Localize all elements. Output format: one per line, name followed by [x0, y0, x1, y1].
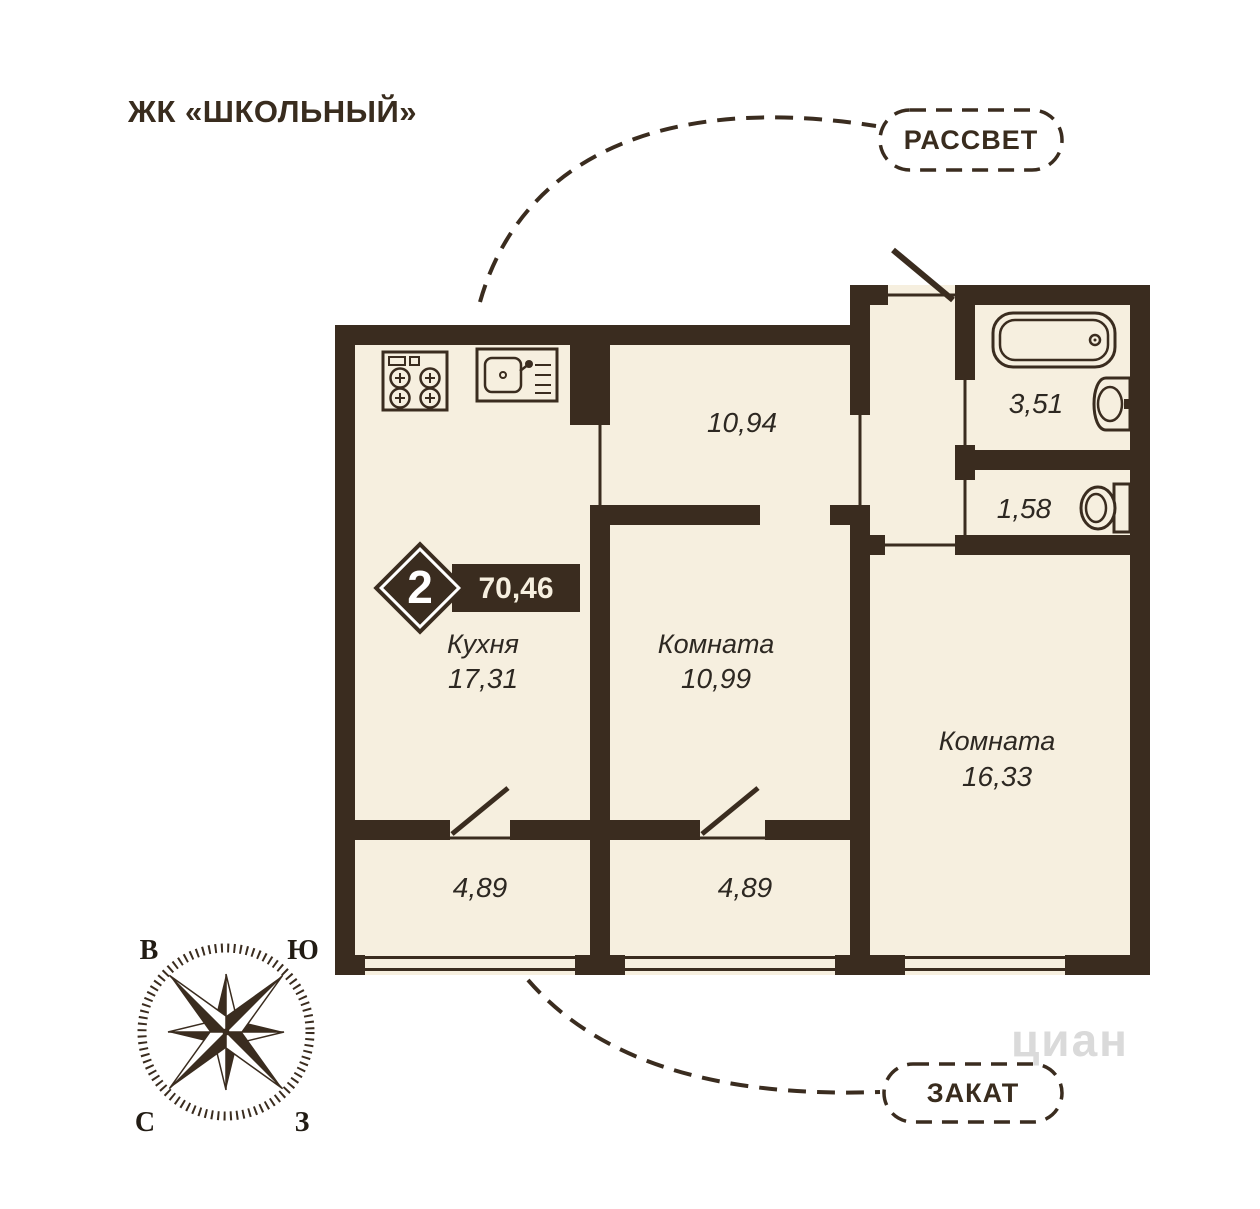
kitchen-name-label: Кухня: [447, 629, 519, 659]
kitchen-area-label: 17,31: [448, 663, 518, 694]
balcony-mid-door: [700, 786, 760, 836]
washbasin-icon: [1092, 376, 1132, 432]
compass-label-top-right: Ю: [287, 935, 319, 966]
bathtub-icon: [991, 311, 1117, 369]
balcony-left-area-label: 4,89: [453, 872, 508, 903]
sun-path-arc-top: [478, 115, 877, 303]
hall-area-label: 10,94: [707, 407, 777, 438]
page-title: ЖК «ШКОЛЬНЫЙ»: [127, 93, 417, 129]
room-labels: Кухня 17,31 10,94 Комната 10,99 Комната …: [447, 388, 1063, 903]
compass-label-top-left: В: [140, 935, 159, 966]
kitchen-sink-icon: [475, 347, 559, 403]
total-area-box: [452, 564, 580, 612]
sunrise-label: РАССВЕТ: [904, 125, 1038, 155]
room2-area-label: 16,33: [962, 761, 1032, 792]
entrance-door: [891, 247, 955, 303]
window-balcony-mid: [625, 955, 835, 975]
window-balcony-left: [365, 955, 575, 975]
compass-label-bottom-left: С: [135, 1107, 155, 1138]
sunset-badge: ЗАКАТ: [882, 1062, 1064, 1124]
room-areas: [335, 285, 1150, 975]
watermark: циан: [1011, 1014, 1129, 1066]
window-room2: [905, 955, 1065, 975]
rooms-count: 2: [407, 561, 433, 613]
balcony-mid-area-label: 4,89: [718, 872, 773, 903]
bathroom-area-label: 3,51: [1009, 388, 1064, 419]
balcony-left-door: [450, 786, 510, 836]
compass-rose: В Ю С З: [135, 935, 319, 1138]
windows: [365, 955, 1065, 975]
door-openings: [450, 247, 967, 840]
stove-icon: [381, 350, 449, 412]
wc-area-label: 1,58: [997, 493, 1052, 524]
total-area: 70,46: [478, 572, 553, 605]
sunset-label: ЗАКАТ: [927, 1078, 1020, 1108]
room1-area-label: 10,99: [681, 663, 751, 694]
walls: [335, 285, 1150, 975]
room1-name-label: Комната: [658, 629, 775, 659]
room2-name-label: Комната: [939, 726, 1056, 756]
toilet-icon: [1079, 482, 1132, 534]
sun-path-arc-bottom: [526, 978, 881, 1095]
sunrise-badge: РАССВЕТ: [878, 108, 1064, 172]
compass-label-bottom-right: З: [295, 1107, 310, 1138]
